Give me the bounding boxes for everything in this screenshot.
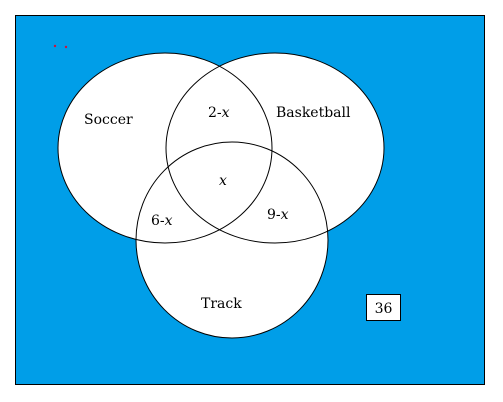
basketball-label: Basketball <box>276 105 351 121</box>
speck-mark <box>53 44 57 48</box>
region-minus-sign: - <box>160 213 165 229</box>
region-soccer-track: 6-x <box>151 213 173 229</box>
region-soccer-basketball: 2-x <box>208 105 230 121</box>
speck-marks <box>53 44 68 49</box>
track-circle-fill <box>136 142 328 338</box>
region-variable: x <box>165 213 173 229</box>
region-number: 6 <box>151 213 160 229</box>
region-variable: x <box>281 207 289 223</box>
outside-value-box <box>366 294 401 321</box>
region-number: 9 <box>267 207 276 223</box>
outside-value: 36 <box>375 301 393 317</box>
basketball-circle <box>165 52 385 244</box>
speck-mark <box>64 45 68 49</box>
soccer-label: Soccer <box>84 112 133 128</box>
track-label: Track <box>201 296 242 312</box>
region-basketball-track: 9-x <box>267 207 289 223</box>
region-minus-sign: - <box>276 207 281 223</box>
region-all-three: x <box>219 173 227 189</box>
soccer-circle <box>57 52 273 244</box>
region-number: 2 <box>208 105 217 121</box>
region-variable: x <box>222 105 230 121</box>
region-minus-sign: - <box>217 105 222 121</box>
region-variable: x <box>219 173 227 189</box>
track-circle <box>135 141 329 339</box>
